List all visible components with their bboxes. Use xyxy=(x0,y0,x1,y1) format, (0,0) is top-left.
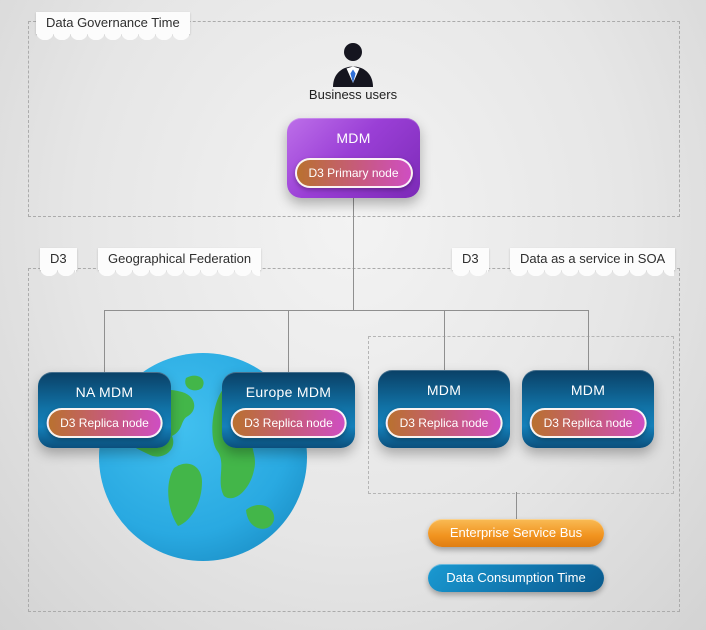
governance-region xyxy=(28,21,680,217)
mdm-europe-title: Europe MDM xyxy=(245,384,332,400)
connector-replica-3 xyxy=(444,310,445,370)
business-users-icon xyxy=(329,42,377,88)
connector-horizontal xyxy=(104,310,589,311)
connector-primary-down xyxy=(353,198,354,310)
soa-replica-pill-2: D3 Replica node xyxy=(529,408,647,438)
na-replica-pill: D3 Replica node xyxy=(46,408,163,438)
mdm-na-node: NA MDM D3 Replica node xyxy=(38,372,171,448)
connector-replica-4 xyxy=(588,310,589,370)
mdm-na-title: NA MDM xyxy=(75,384,134,400)
europe-replica-pill: D3 Replica node xyxy=(230,408,347,438)
mdm-primary-title: MDM xyxy=(336,130,371,146)
federation-d3-tag: D3 xyxy=(40,248,77,276)
soa-region-label: Data as a service in SOA xyxy=(510,248,676,276)
soa-d3-tag: D3 xyxy=(452,248,489,276)
mdm-soa-title-1: MDM xyxy=(426,382,462,398)
mdm-europe-node: Europe MDM D3 Replica node xyxy=(222,372,355,448)
data-consumption-bar: Data Consumption Time xyxy=(428,564,604,592)
connector-europe xyxy=(288,310,289,372)
primary-node-pill: D3 Primary node xyxy=(294,158,413,188)
na-replica-pill-label: D3 Replica node xyxy=(60,416,149,430)
mdm-soa-title-2: MDM xyxy=(570,382,606,398)
governance-region-label: Data Governance Time xyxy=(36,12,190,40)
business-users-label: Business users xyxy=(308,87,398,102)
enterprise-service-bus-bar: Enterprise Service Bus xyxy=(428,519,604,547)
mdm-soa-node-1: MDM D3 Replica node xyxy=(378,370,510,448)
federation-soa-region xyxy=(28,268,680,612)
connector-esb xyxy=(516,492,517,519)
mdm-primary-node: MDM D3 Primary node xyxy=(287,118,420,198)
soa-inner-region xyxy=(368,336,674,494)
connector-na xyxy=(104,310,105,372)
europe-replica-pill-label: D3 Replica node xyxy=(244,416,333,430)
primary-node-pill-label: D3 Primary node xyxy=(308,166,399,180)
person-icon xyxy=(333,43,373,87)
soa-replica-pill-1-label: D3 Replica node xyxy=(399,416,489,430)
soa-replica-pill-1: D3 Replica node xyxy=(385,408,503,438)
federation-region-label: Geographical Federation xyxy=(98,248,262,276)
mdm-soa-node-2: MDM D3 Replica node xyxy=(522,370,654,448)
soa-replica-pill-2-label: D3 Replica node xyxy=(543,416,633,430)
